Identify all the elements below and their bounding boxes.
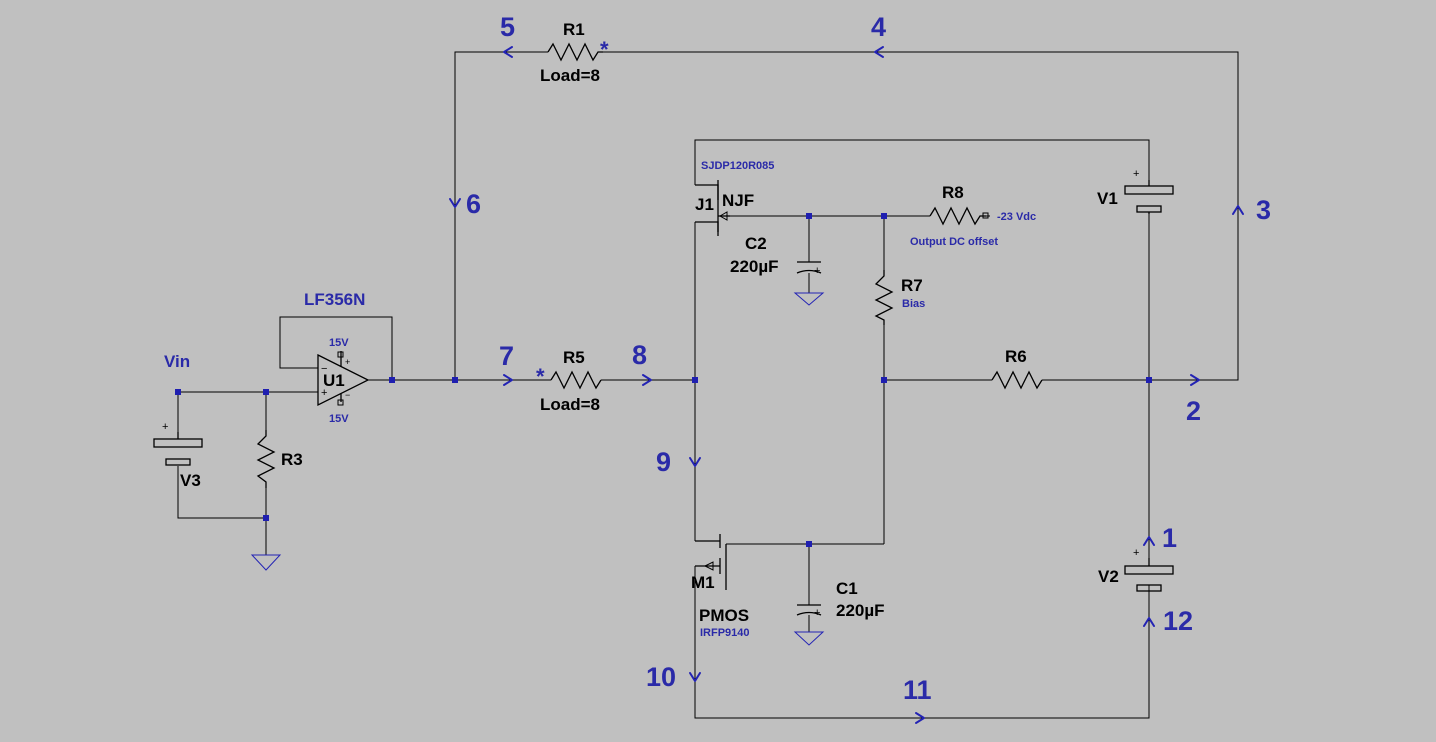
opamp-u1: − + + − U1 LF356N 15V 15V bbox=[304, 290, 370, 425]
arrow-6-icon bbox=[449, 198, 461, 208]
r5-name: R5 bbox=[563, 348, 585, 367]
net-label-vin: Vin bbox=[164, 352, 190, 371]
marker-6: 6 bbox=[466, 189, 481, 219]
resistor-r5: R5 Load=8 * bbox=[536, 348, 602, 414]
r8-value: -23 Vdc bbox=[997, 211, 1036, 223]
ground-c1 bbox=[793, 631, 825, 646]
resistor-r6: R6 bbox=[991, 347, 1043, 390]
marker-12: 12 bbox=[1163, 606, 1193, 636]
marker-5: 5 bbox=[500, 12, 515, 42]
arrow-1-icon bbox=[1143, 536, 1155, 546]
resistor-r1: R1 Load=8 * bbox=[540, 20, 609, 85]
arrow-9-icon bbox=[689, 457, 701, 467]
c2-plus: + bbox=[814, 265, 820, 277]
r6-name: R6 bbox=[1005, 347, 1027, 366]
wires bbox=[177, 51, 1239, 719]
r1-star: * bbox=[600, 37, 609, 62]
v3-name: V3 bbox=[180, 471, 201, 490]
v2-name: V2 bbox=[1098, 567, 1119, 586]
source-v2: + V2 bbox=[1098, 547, 1174, 592]
v1-plus: + bbox=[1133, 168, 1139, 180]
c2-value: 220µF bbox=[730, 257, 779, 276]
marker-1: 1 bbox=[1162, 523, 1177, 553]
arrow-11-icon bbox=[915, 712, 925, 724]
marker-4: 4 bbox=[871, 12, 886, 42]
current-arrows bbox=[449, 46, 1244, 724]
c1-name: C1 bbox=[836, 579, 858, 598]
c1-plus: + bbox=[814, 607, 820, 619]
u1-minus: − bbox=[321, 363, 327, 375]
r7-note: Bias bbox=[902, 298, 925, 310]
m1-model: IRFP9140 bbox=[700, 627, 750, 639]
marker-8: 8 bbox=[632, 340, 647, 370]
source-v3: + V3 bbox=[153, 421, 203, 490]
arrow-8-icon bbox=[642, 374, 652, 386]
marker-10: 10 bbox=[646, 662, 676, 692]
v2-plus: + bbox=[1133, 547, 1139, 559]
arrow-2-icon bbox=[1190, 374, 1200, 386]
j1-name: J1 bbox=[695, 195, 714, 214]
u1-model: LF356N bbox=[304, 290, 365, 309]
arrow-3-icon bbox=[1232, 205, 1244, 215]
c1-value: 220µF bbox=[836, 601, 885, 620]
ground-r3 bbox=[250, 554, 282, 571]
resistor-r3: R3 bbox=[256, 430, 303, 488]
mosfet-m1: M1 PMOS IRFP9140 bbox=[691, 534, 750, 639]
r8-name: R8 bbox=[942, 183, 964, 202]
r5-value: Load=8 bbox=[540, 395, 600, 414]
jfet-j1: J1 NJF SJDP120R085 bbox=[695, 160, 774, 236]
arrow-4-icon bbox=[874, 46, 884, 58]
resistor-r7: R7 Bias bbox=[874, 270, 925, 325]
marker-9: 9 bbox=[656, 447, 671, 477]
ground-c2 bbox=[793, 292, 825, 306]
v3-plus: + bbox=[162, 421, 168, 433]
arrow-7-icon bbox=[503, 374, 513, 386]
marker-7: 7 bbox=[499, 341, 514, 371]
arrow-12-icon bbox=[1143, 617, 1155, 627]
r1-name: R1 bbox=[563, 20, 585, 39]
v1-name: V1 bbox=[1097, 189, 1118, 208]
arrow-5-icon bbox=[503, 46, 513, 58]
r1-value: Load=8 bbox=[540, 66, 600, 85]
arrow-10-icon bbox=[689, 672, 701, 682]
junction-dots bbox=[175, 213, 1152, 547]
marker-2: 2 bbox=[1186, 396, 1201, 426]
capacitor-c1: + C1 220µF bbox=[796, 579, 885, 620]
r3-name: R3 bbox=[281, 450, 303, 469]
capacitor-c2: + C2 220µF bbox=[730, 234, 822, 277]
source-v1: + V1 bbox=[1097, 168, 1174, 214]
current-marker-labels: 5 4 6 7 8 3 2 9 1 12 10 11 bbox=[466, 12, 1271, 705]
u1-pin-minus: − bbox=[345, 390, 350, 400]
r8-note: Output DC offset bbox=[910, 236, 998, 248]
j1-type: NJF bbox=[722, 191, 754, 210]
c2-name: C2 bbox=[745, 234, 767, 253]
marker-3: 3 bbox=[1256, 195, 1271, 225]
resistor-r8: R8 -23 Vdc Output DC offset bbox=[910, 183, 1036, 248]
u1-vneg: 15V bbox=[329, 413, 349, 425]
r7-name: R7 bbox=[901, 276, 923, 295]
m1-name: M1 bbox=[691, 573, 715, 592]
j1-model: SJDP120R085 bbox=[701, 160, 774, 172]
u1-vpos: 15V bbox=[329, 337, 349, 349]
u1-plus: + bbox=[321, 387, 327, 399]
r5-star: * bbox=[536, 364, 545, 389]
u1-pin-plus: + bbox=[345, 357, 350, 367]
u1-name: U1 bbox=[323, 371, 345, 390]
marker-11: 11 bbox=[903, 675, 932, 705]
m1-type: PMOS bbox=[699, 606, 749, 625]
